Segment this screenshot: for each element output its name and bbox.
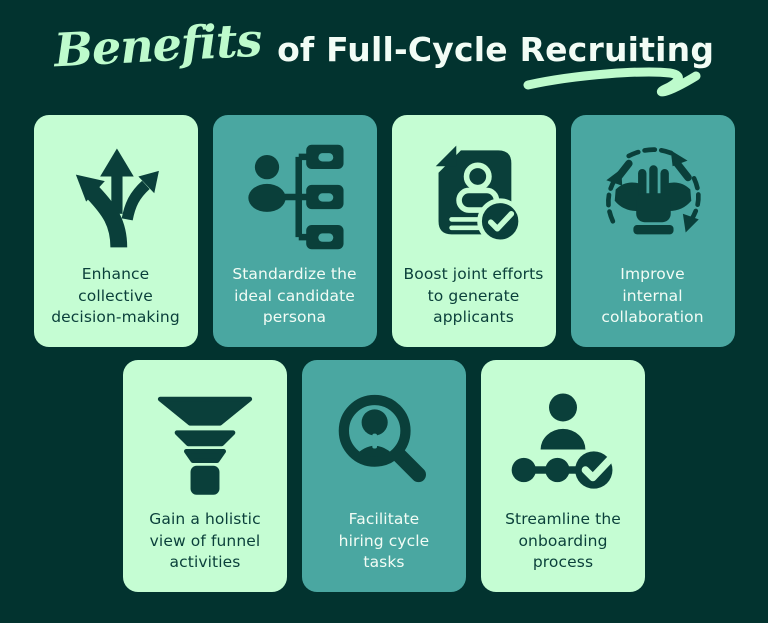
org-chart-person-icon <box>239 141 351 253</box>
onboarding-steps-check-icon <box>507 386 619 498</box>
card-funnel-view: Gain a holistic view of funnel activitie… <box>123 359 287 592</box>
header: Benefits of Full-Cycle Recruiting <box>0 0 768 97</box>
benefit-card-label: Improve internal collaboration <box>601 265 704 327</box>
card-standardize-persona: Standardize the ideal candidate persona <box>212 114 377 347</box>
benefit-card-label: Boost joint efforts to generate applican… <box>403 265 544 327</box>
benefits-row-top: Enhance collective decision-making <box>0 114 768 347</box>
benefit-card-label: Streamline the onboarding process <box>505 510 621 572</box>
hands-together-cycle-icon <box>597 141 709 253</box>
benefit-card-label: Standardize the ideal candidate persona <box>232 265 357 327</box>
page-title: Benefits of Full-Cycle Recruiting <box>53 13 715 97</box>
benefit-card-label: Gain a holistic view of funnel activitie… <box>149 510 261 572</box>
benefit-card-label: Enhance collective decision-making <box>51 265 180 327</box>
title-text: of Full-Cycle Recruiting <box>277 30 715 69</box>
card-hiring-cycle-tasks: Facilitate hiring cycle tasks <box>302 359 466 592</box>
benefits-row-bottom: Gain a holistic view of funnel activitie… <box>0 359 768 592</box>
funnel-icon <box>149 386 261 498</box>
card-enhance-decision-making: Enhance collective decision-making <box>33 114 198 347</box>
card-onboarding-process: Streamline the onboarding process <box>481 359 645 592</box>
title-script-word: Benefits <box>52 12 263 78</box>
benefit-card-label: Facilitate hiring cycle tasks <box>338 510 430 572</box>
card-boost-applicants: Boost joint efforts to generate applican… <box>391 114 556 347</box>
card-internal-collaboration: Improve internal collaboration <box>570 114 735 347</box>
three-way-arrows-icon <box>60 141 172 253</box>
candidate-search-magnifier-icon <box>328 386 440 498</box>
brush-underline-swoosh-icon <box>523 67 701 97</box>
resume-check-icon <box>418 141 530 253</box>
